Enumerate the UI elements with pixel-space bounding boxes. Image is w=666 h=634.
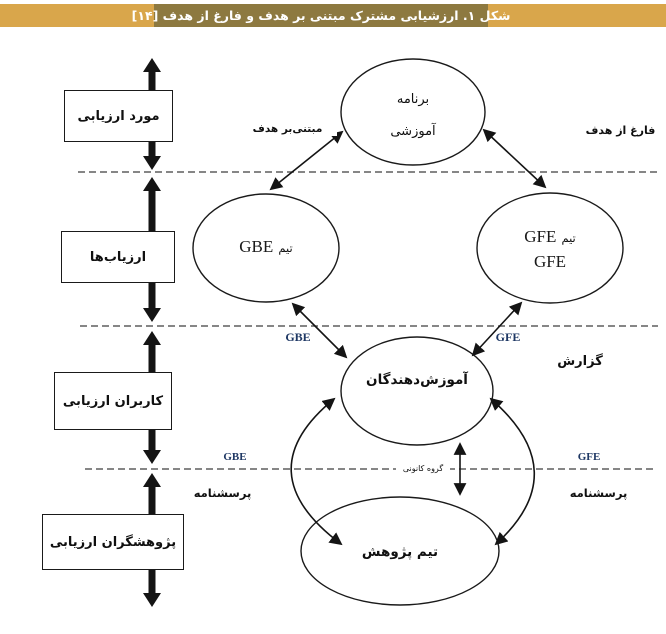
ellipse-educators xyxy=(340,336,494,446)
gbe-team-node-label: تیم GBE xyxy=(196,236,336,257)
ellipse-gbe-team xyxy=(192,193,340,303)
arrow-program-gbe xyxy=(269,130,344,191)
research-team-node-label: تیم پژوهش xyxy=(361,544,439,560)
educators-node-label: آموزش‌دهندگان xyxy=(366,372,468,388)
gbe-bottom-label: GBE xyxy=(213,451,257,465)
gbe-team-acronym: GBE xyxy=(239,237,274,256)
program-line2: آموزشی xyxy=(390,124,436,139)
arrow-gfe-educators xyxy=(471,301,523,357)
ellipse-gfe-team xyxy=(476,192,624,304)
report-label: گزارش xyxy=(557,354,603,369)
row-box-evaluation-researchers: پژوهشگران ارزیابی xyxy=(42,514,184,570)
ellipse-program xyxy=(340,58,486,166)
arc-left-cycle xyxy=(290,397,343,546)
arrow-gbe-educators xyxy=(291,302,348,359)
goal-based-label: مبتنی‌بر هدف xyxy=(238,123,337,137)
arrow-program-gfe xyxy=(482,128,547,189)
gfe-team-acronym: GFE xyxy=(524,227,557,246)
gfe-team-word: تیم xyxy=(561,231,576,245)
gfe-team-line2: GFE xyxy=(533,252,567,272)
focus-group-label: گروه کانونی xyxy=(396,464,450,474)
row-box-evaluation-users: کاربران ارزیابی xyxy=(54,372,172,430)
questionnaire-right-label: پرسشنامه xyxy=(569,486,628,500)
row-box-evaluation-object: مورد ارزیابی xyxy=(64,90,173,142)
gfe-bottom-label: GFE xyxy=(567,451,611,465)
ellipse-research-team xyxy=(300,496,500,606)
gfe-team-node-label: تیم GFE GFE xyxy=(480,226,620,273)
figure-title-bar: شکل ۱. ارزشیابی مشترک مبتنی بر هدف و فار… xyxy=(0,4,666,27)
program-line1: برنامه xyxy=(396,92,430,107)
arc-right-cycle xyxy=(489,397,536,546)
gbe-mid-label: GBE xyxy=(285,330,311,344)
goal-free-label: فارغ از هدف xyxy=(585,124,656,137)
gfe-mid-label: GFE xyxy=(495,330,521,344)
questionnaire-left-label: پرسشنامه xyxy=(193,486,252,500)
gbe-team-word: تیم xyxy=(278,241,293,255)
row-box-evaluators: ارزیاب‌ها xyxy=(61,231,175,283)
program-node-label: برنامه آموزشی xyxy=(353,84,473,148)
